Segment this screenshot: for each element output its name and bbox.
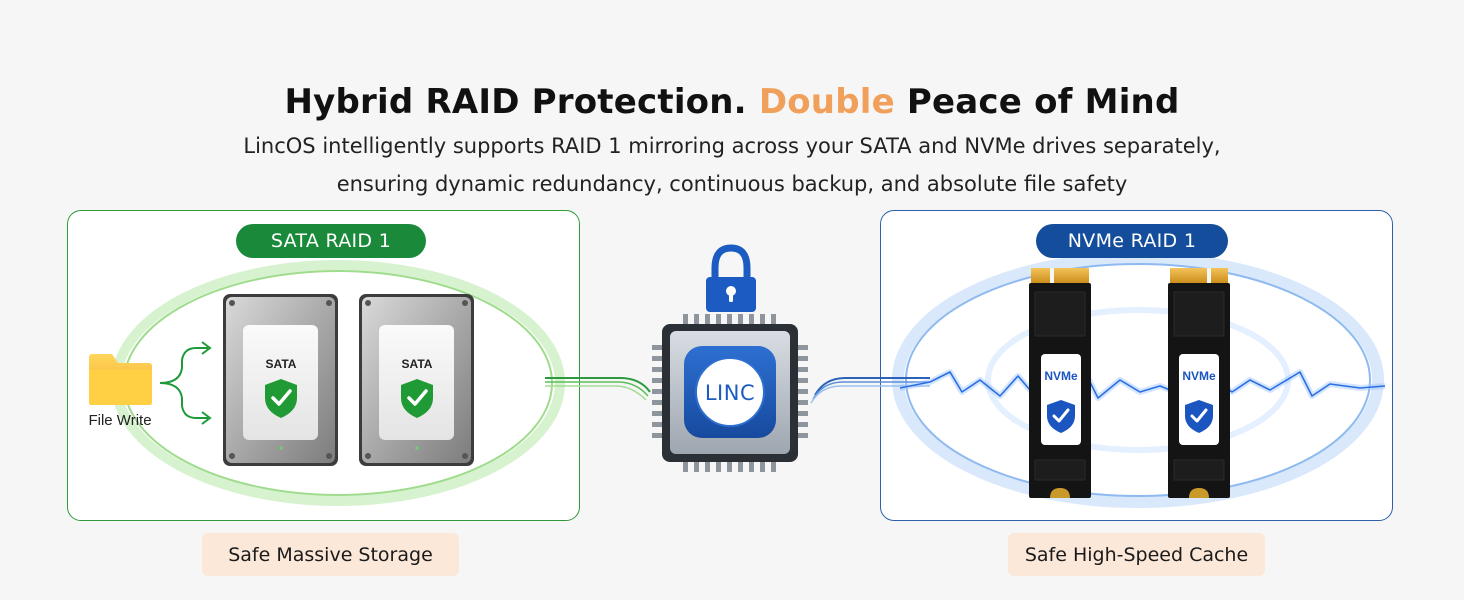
- nvme-drive-1: [1029, 268, 1091, 498]
- headline-part2: Peace of Mind: [906, 82, 1180, 122]
- nvme-caption: Safe High-Speed Cache: [1008, 533, 1265, 576]
- chip-label: LINC: [705, 381, 755, 405]
- headline-accent: Double: [758, 82, 895, 122]
- nvme-raid-badge: NVMe RAID 1: [1036, 224, 1228, 258]
- shield-check-icon: [1047, 400, 1075, 433]
- nvme-drive-2-label: NVMe: [1182, 369, 1216, 383]
- folder-icon: [89, 354, 152, 405]
- nvme-link-lines: [810, 377, 930, 404]
- file-write-label: File Write: [88, 412, 152, 429]
- shield-check-icon: [401, 379, 433, 418]
- sata-caption: Safe Massive Storage: [202, 533, 459, 576]
- shield-check-icon: [265, 379, 297, 418]
- subtitle-line-2: ensuring dynamic redundancy, continuous …: [336, 172, 1128, 196]
- nvme-drive-1-label: NVMe: [1044, 369, 1078, 383]
- headline-part1: Hybrid RAID Protection.: [284, 82, 747, 122]
- sata-raid-badge: SATA RAID 1: [236, 224, 426, 258]
- sata-drive-1-label: SATA: [266, 357, 297, 371]
- headline: Hybrid RAID Protection. Double Peace of …: [0, 82, 1464, 122]
- sata-drive-2-label: SATA: [402, 357, 433, 371]
- chip-icon: [652, 314, 808, 472]
- nvme-drive-2: [1168, 268, 1230, 498]
- subtitle-line-1: LincOS intelligently supports RAID 1 mir…: [243, 134, 1221, 158]
- sata-link-lines: [545, 377, 651, 401]
- lock-icon: [706, 244, 756, 312]
- lightning-effect: [899, 369, 1386, 401]
- shield-check-icon: [1185, 400, 1213, 433]
- arrow-icon: [159, 341, 212, 425]
